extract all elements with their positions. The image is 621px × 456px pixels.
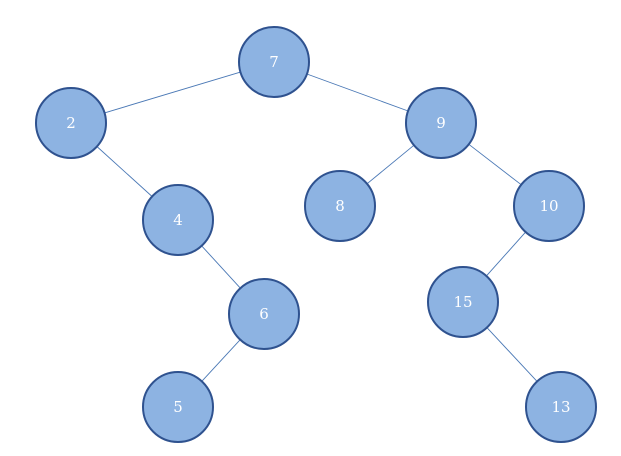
edge-n10-n15 — [486, 231, 526, 277]
tree-node-10: 10 — [513, 170, 585, 242]
tree-node-4: 4 — [142, 184, 214, 256]
edge-n6-n5 — [201, 339, 241, 382]
node-label: 6 — [259, 305, 269, 323]
edge-n7-n9 — [306, 73, 409, 112]
node-label: 15 — [453, 293, 472, 311]
node-circle — [142, 184, 214, 256]
node-label: 5 — [173, 398, 183, 416]
tree-node-6: 6 — [228, 278, 300, 350]
node-circle — [35, 87, 107, 159]
tree-edges — [96, 71, 538, 382]
tree-node-8: 8 — [304, 170, 376, 242]
edge-n4-n6 — [201, 245, 241, 289]
node-label: 13 — [551, 398, 570, 416]
node-circle — [525, 371, 597, 443]
node-circle — [513, 170, 585, 242]
edge-n7-n2 — [104, 71, 241, 114]
tree-node-5: 5 — [142, 371, 214, 443]
node-circle — [142, 371, 214, 443]
node-circle — [238, 26, 310, 98]
node-label: 7 — [269, 53, 279, 71]
tree-node-15: 15 — [427, 266, 499, 338]
tree-node-7: 7 — [238, 26, 310, 98]
edge-n9-n10 — [468, 143, 522, 186]
tree-node-2: 2 — [35, 87, 107, 159]
edge-n9-n8 — [366, 144, 415, 185]
tree-nodes: 7 2 9 4 8 10 6 15 5 13 — [35, 26, 597, 443]
tree-node-9: 9 — [405, 87, 477, 159]
node-label: 10 — [539, 197, 558, 215]
edge-n15-n13 — [486, 327, 538, 382]
node-circle — [228, 278, 300, 350]
node-label: 4 — [173, 211, 183, 229]
node-circle — [304, 170, 376, 242]
node-label: 2 — [66, 114, 76, 132]
node-label: 8 — [335, 197, 345, 215]
edge-n2-n4 — [96, 146, 153, 197]
node-label: 9 — [436, 114, 446, 132]
node-circle — [427, 266, 499, 338]
node-circle — [405, 87, 477, 159]
tree-node-13: 13 — [525, 371, 597, 443]
